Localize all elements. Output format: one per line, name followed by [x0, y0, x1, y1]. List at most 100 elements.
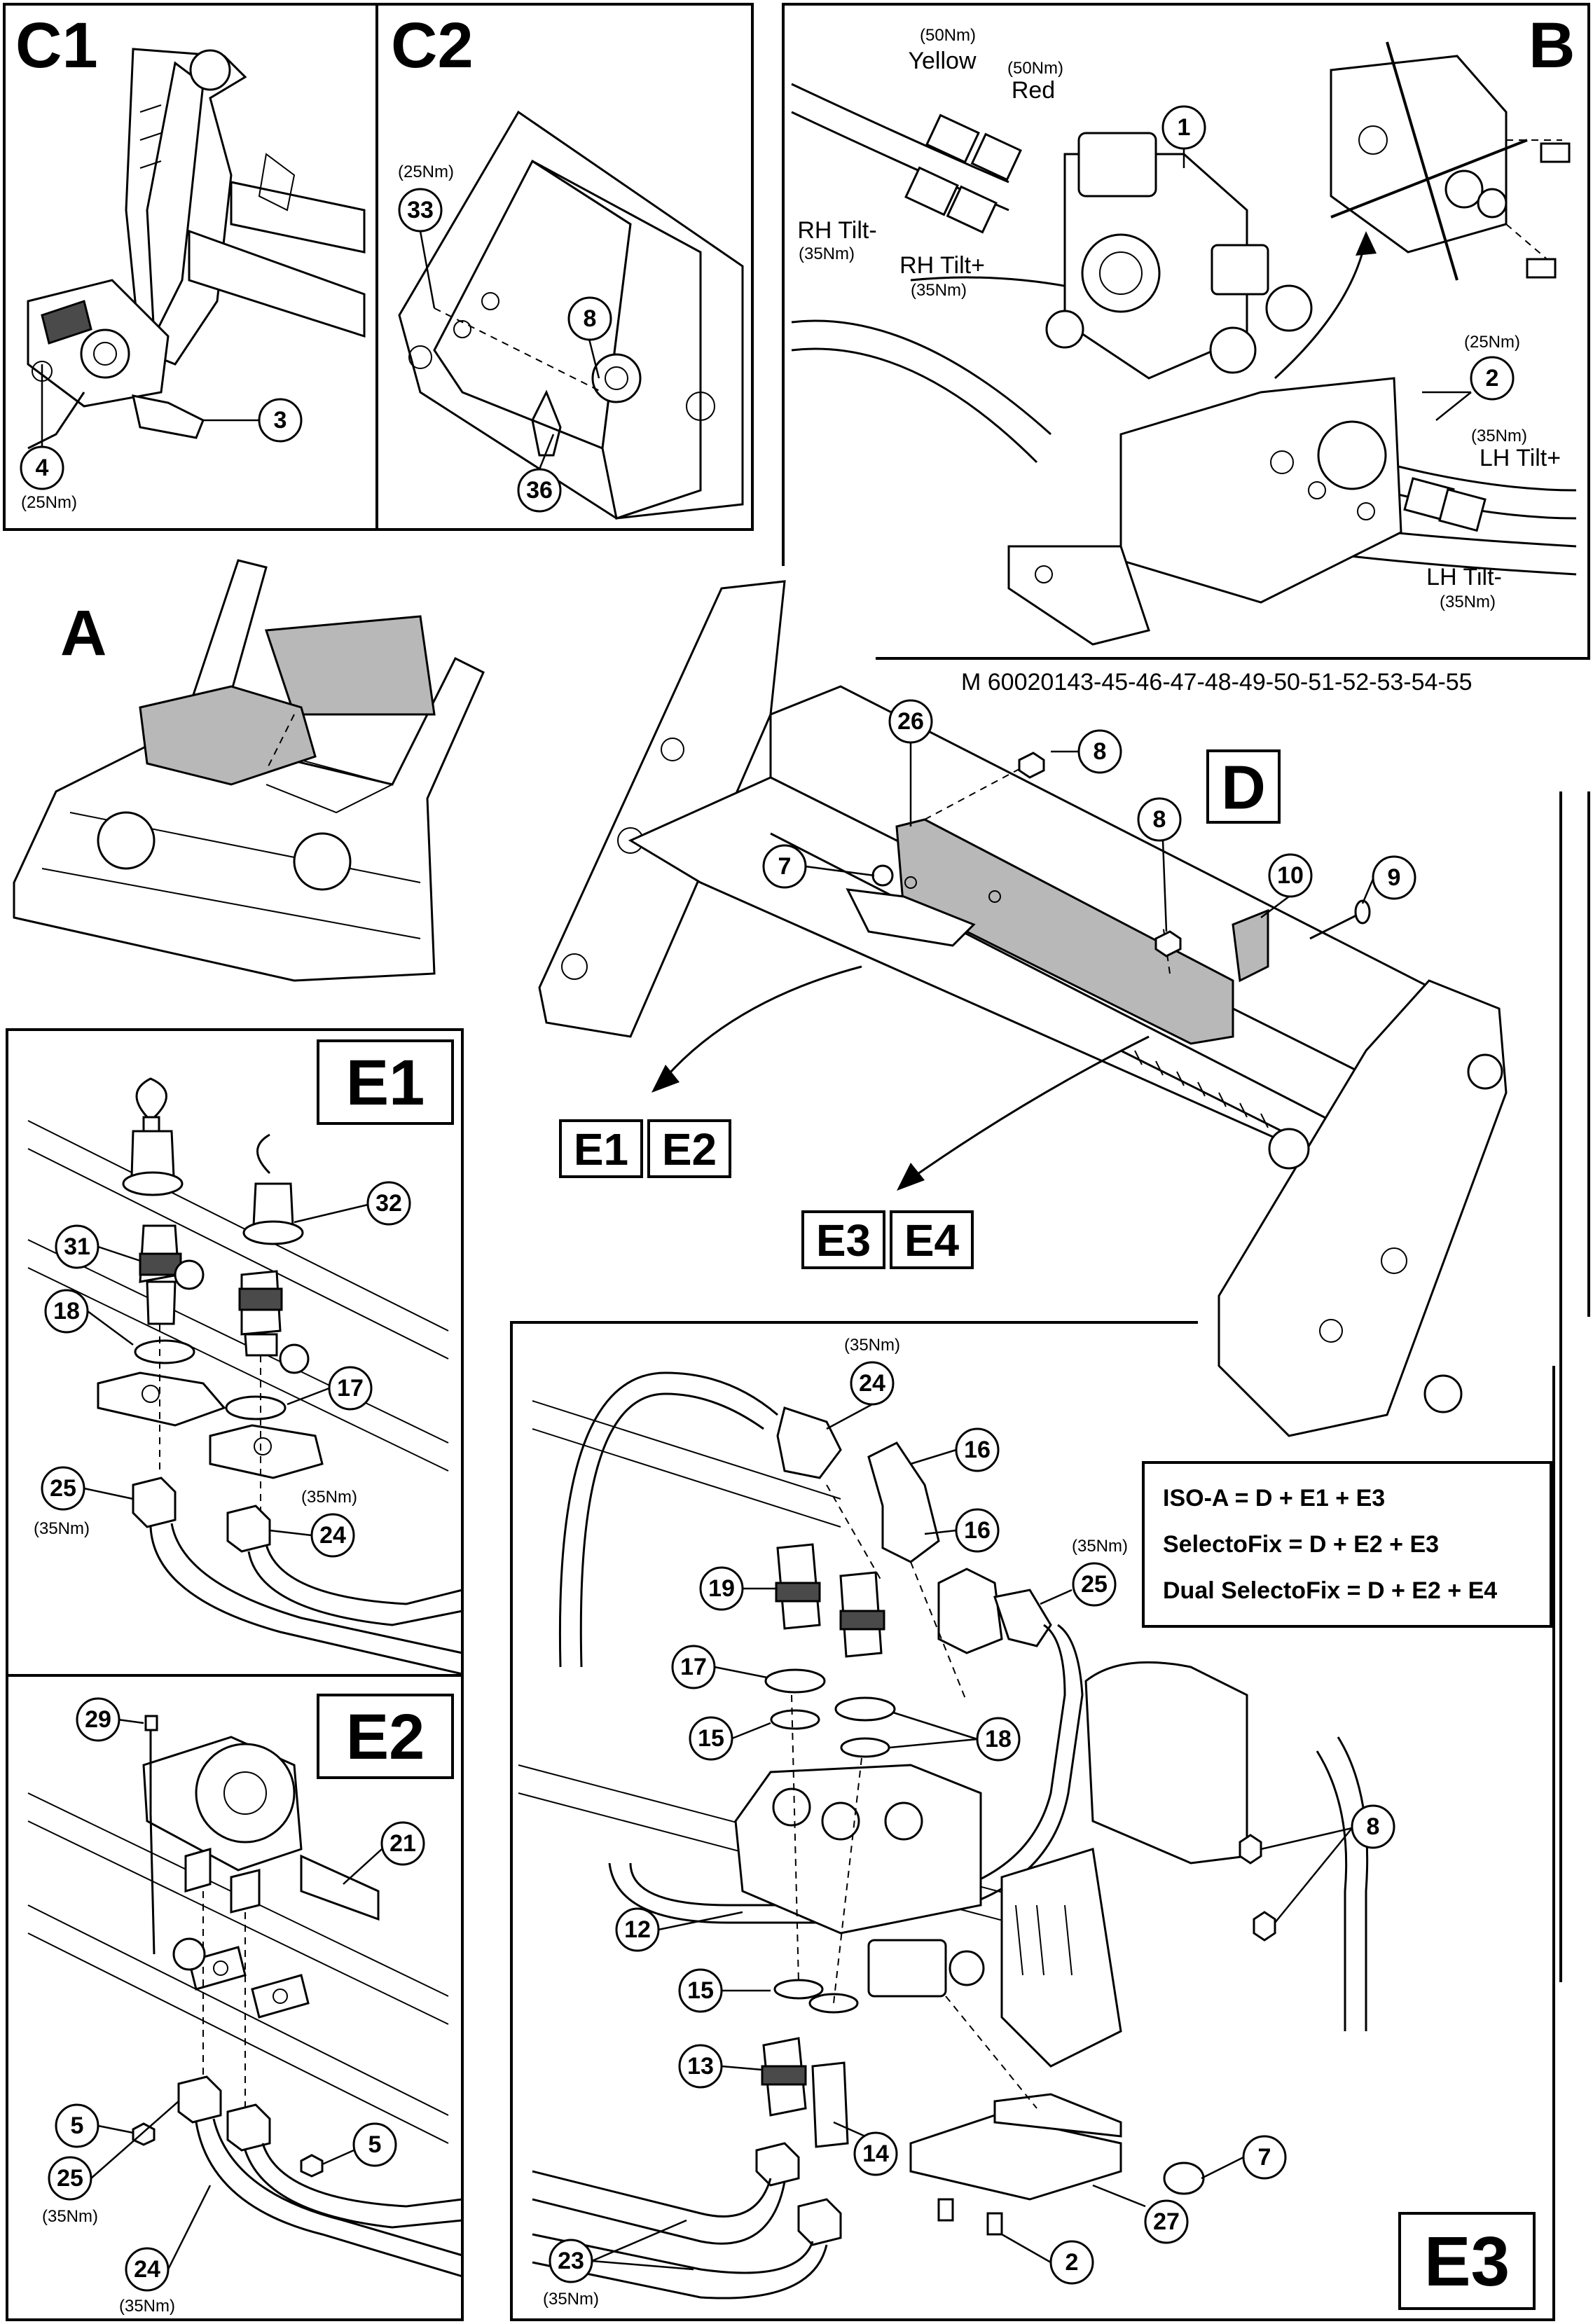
torque-lh-tilt-minus: (35Nm) — [1440, 593, 1496, 611]
callout-18-e1: 18 — [44, 1289, 134, 1346]
label-lh-tilt-minus: LH Tilt- — [1426, 564, 1502, 590]
callout-7-d: 7 — [762, 844, 875, 889]
callout-31: 31 — [55, 1224, 141, 1269]
nav-box-e4[interactable]: E4 — [890, 1210, 974, 1269]
combo-selectofix: SelectoFix = D + E2 + E3 — [1163, 1531, 1439, 1558]
torque-yellow: (50Nm) — [920, 26, 976, 45]
panel-label-d: D — [1221, 753, 1266, 822]
svg-text:16: 16 — [964, 1437, 991, 1463]
callout-12: 12 — [615, 1907, 743, 1952]
label-red: Red — [1012, 77, 1055, 104]
panel-a: A — [13, 559, 485, 982]
e3-drawing — [518, 1371, 1369, 2299]
torque-24-e2: (35Nm) — [119, 2297, 175, 2316]
svg-text:29: 29 — [85, 1706, 111, 1733]
d-right-plate — [1218, 979, 1508, 1437]
c1-loader-frame — [27, 48, 366, 450]
b-mounting-bracket — [1007, 377, 1402, 646]
callout-8-e3: 8 — [1260, 1804, 1395, 1923]
svg-text:3: 3 — [274, 407, 287, 434]
nav-box-e2[interactable]: E2 — [647, 1119, 731, 1178]
callout-24-e2: 24 — [125, 2185, 212, 2292]
callout-15-e3b: 15 — [678, 1968, 771, 2013]
callout-2-e3: 2 — [1001, 2233, 1094, 2285]
label-lh-tilt-plus: LH Tilt+ — [1480, 445, 1561, 471]
callout-5-e2a: 5 — [55, 2103, 134, 2148]
d-nut-8b — [1154, 930, 1182, 957]
svg-text:17: 17 — [337, 1375, 364, 1402]
torque-rh-tilt-plus: (35Nm) — [911, 281, 967, 300]
nav-box-e1[interactable]: E1 — [559, 1119, 643, 1178]
b-arrow — [1274, 237, 1367, 380]
torque-rh-tilt-minus: (35Nm) — [799, 244, 855, 263]
d-spring — [1120, 1049, 1310, 1170]
d-arrow-e1e2 — [657, 965, 862, 1086]
panel-label-e3-box — [1398, 2212, 1536, 2310]
callout-16-e3a: 16 — [910, 1427, 1000, 1472]
svg-text:1: 1 — [1178, 114, 1191, 141]
callout-25-e3: 25 — [1040, 1562, 1117, 1607]
combo-dual-selectofix: Dual SelectoFix = D + E2 + E4 — [1163, 1577, 1497, 1604]
torque-2: (25Nm) — [1464, 333, 1520, 352]
b-fittings — [904, 113, 1487, 532]
svg-text:2: 2 — [1486, 365, 1499, 392]
svg-text:23: 23 — [558, 2248, 584, 2274]
callout-27: 27 — [1092, 2184, 1189, 2244]
svg-text:E4: E4 — [904, 1215, 960, 1266]
torque-4: (25Nm) — [21, 493, 77, 512]
d-nut-8a — [1018, 752, 1045, 779]
svg-text:24: 24 — [319, 1522, 346, 1549]
svg-text:33: 33 — [407, 197, 434, 223]
callout-8-c2: 8 — [567, 296, 612, 379]
callout-23: 23 — [549, 2219, 694, 2283]
d-bracket-26 — [846, 818, 1234, 1045]
callout-33: 33 — [398, 188, 443, 309]
label-rh-tilt-minus: RH Tilt- — [797, 217, 876, 244]
svg-text:32: 32 — [375, 1190, 402, 1217]
callout-24-e1: 24 — [269, 1513, 355, 1558]
svg-text:E3: E3 — [816, 1215, 871, 1266]
callout-18-e3: 18 — [889, 1711, 1021, 1762]
svg-text:8: 8 — [1367, 1813, 1380, 1840]
callout-25-e1: 25 — [41, 1466, 134, 1511]
callout-1: 1 — [1161, 105, 1206, 168]
b-arrowhead — [1356, 231, 1377, 256]
frame-e3 — [510, 1321, 1555, 2321]
b-crossed-out-block — [1330, 41, 1571, 281]
panel-label-c2: C2 — [391, 10, 474, 81]
torque-red: (50Nm) — [1007, 59, 1063, 78]
svg-text:15: 15 — [698, 1725, 724, 1752]
svg-text:12: 12 — [624, 1916, 651, 1943]
callout-17-e1: 17 — [287, 1366, 373, 1411]
panel-e1-e2: E1 E2 — [6, 1028, 464, 2321]
panel-label-e1: E1 — [346, 1047, 425, 1119]
panel-label-a: A — [60, 597, 106, 669]
callout-14: 14 — [833, 2121, 898, 2176]
svg-text:5: 5 — [368, 2131, 382, 2158]
d-arrow-e3e4 — [903, 1035, 1150, 1185]
model-reference: M 60020143-45-46-47-48-49-50-51-52-53-54… — [961, 669, 1473, 696]
svg-text:25: 25 — [50, 1475, 76, 1502]
d-pin-7 — [871, 864, 894, 887]
callout-8-d1: 8 — [1051, 729, 1122, 774]
svg-text:7: 7 — [1258, 2144, 1271, 2171]
callout-15-e3a: 15 — [689, 1716, 771, 1761]
e2-drawing — [27, 1715, 463, 2278]
torque-25-e1: (35Nm) — [34, 1519, 90, 1538]
torque-23: (35Nm) — [543, 2290, 599, 2309]
panel-c1-c2: C1 C2 3 4 (25Nm) — [3, 3, 754, 531]
d-bolt-9 — [1309, 899, 1371, 940]
frame-b — [782, 3, 1590, 660]
svg-text:8: 8 — [584, 305, 597, 332]
svg-text:21: 21 — [389, 1830, 416, 1857]
nav-box-e3[interactable]: E3 — [801, 1210, 885, 1269]
svg-text:7: 7 — [778, 853, 792, 880]
callout-19: 19 — [699, 1566, 778, 1611]
svg-text:27: 27 — [1153, 2208, 1180, 2235]
b-valve-block — [1045, 132, 1313, 380]
callout-16-e3b: 16 — [924, 1508, 1000, 1553]
svg-text:26: 26 — [897, 708, 924, 735]
torque-33: (25Nm) — [398, 162, 454, 181]
svg-text:9: 9 — [1388, 864, 1401, 891]
